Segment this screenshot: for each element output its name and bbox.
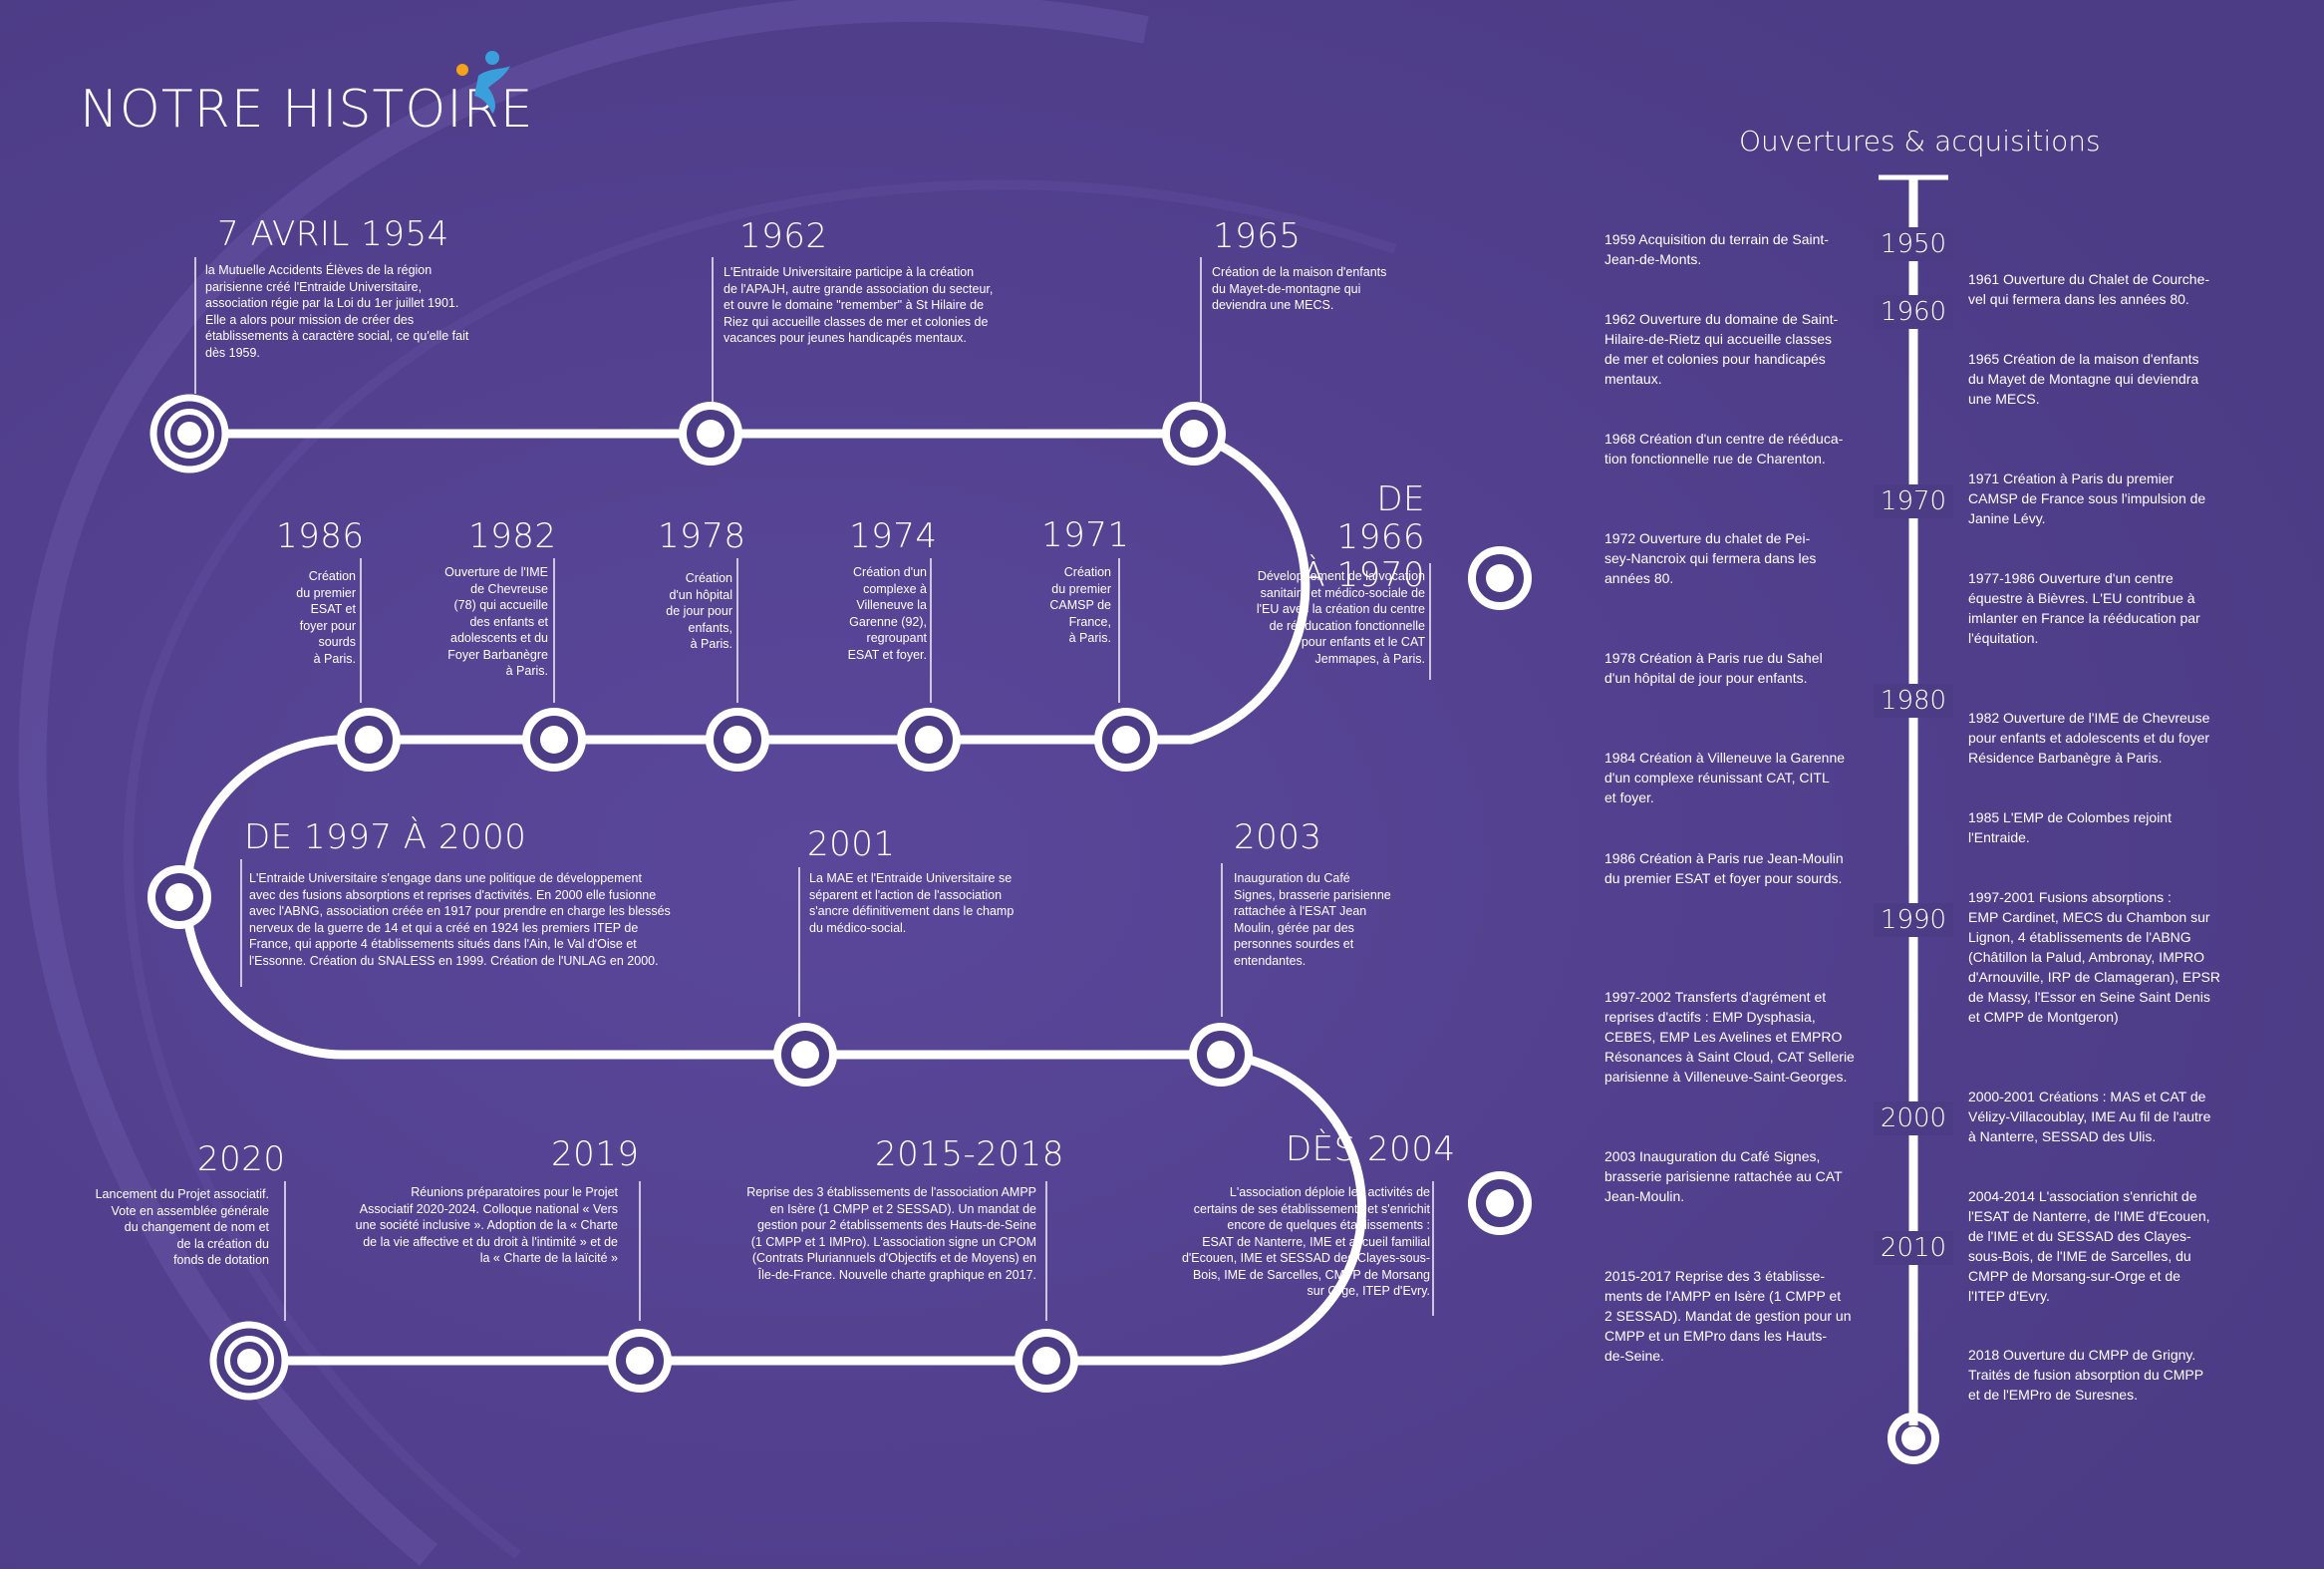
event-title: 2001 [807, 824, 896, 864]
decade-label: 2000 [1874, 1101, 1953, 1135]
timeline-node [522, 708, 586, 772]
right-timeline-title: Ouvertures & acquisitions [1739, 125, 2101, 157]
timeline-node [1189, 1023, 1253, 1087]
acquisition-entry: 1968 Création d'un centre de rééduca- ti… [1604, 431, 1844, 467]
timeline-node [209, 1321, 289, 1401]
timeline-node [608, 1329, 672, 1393]
page-title: NOTRE HISTOIRE [80, 80, 534, 140]
timeline-node [1468, 1171, 1532, 1235]
acquisition-entry: 1959 Acquisition du terrain de Saint- Je… [1604, 231, 1829, 267]
event-description: Lancement du Projet associatif. Vote en … [95, 1187, 269, 1267]
event-title: 1986 [276, 516, 365, 556]
acquisition-entry: 2004-2014 L'association s'enrichit de l'… [1968, 1188, 2210, 1304]
event-description: L'Entraide Universitaire s'engage dans u… [249, 871, 671, 968]
acquisition-entry: 1984 Création à Villeneuve la Garenne d'… [1604, 750, 1846, 805]
event-description: L'Entraide Universitaire participe à la … [724, 265, 994, 345]
event-title: 1965 [1213, 216, 1302, 256]
acquisition-entry: 1978 Création à Paris rue du Sahel d'un … [1604, 650, 1823, 686]
event-title: 2019 [551, 1134, 640, 1174]
acquisition-entry: 1977-1986 Ouverture d'un centre équestre… [1968, 570, 2200, 646]
decade-label: 1970 [1874, 484, 1953, 518]
timeline-node [897, 708, 961, 772]
event-title: 1982 [468, 516, 557, 556]
event-description: Réunions préparatoires pour le Projet As… [355, 1185, 618, 1265]
acquisition-entry: 1961 Ouverture du Chalet de Courche- vel… [1968, 271, 2210, 307]
background-swoosh-thin [124, 179, 1397, 1559]
event-title: 1978 [658, 516, 746, 556]
acquisition-entry: 1982 Ouverture de l'IME de Chevreuse pou… [1968, 710, 2210, 766]
acquisition-entry: 1997-2001 Fusions absorptions : EMP Card… [1968, 889, 2220, 1025]
acquisition-entry: 1962 Ouverture du domaine de Saint- Hila… [1604, 311, 1839, 387]
acquisition-entry: 2018 Ouverture du CMPP de Grigny. Traité… [1968, 1347, 2204, 1403]
timeline-node [1015, 1329, 1078, 1393]
acquisition-entry: 2000-2001 Créations : MAS et CAT de Véli… [1968, 1089, 2211, 1144]
timeline-node [1468, 546, 1532, 610]
event-title: DE 1997 À 2000 [244, 817, 527, 857]
timeline-node [1162, 402, 1226, 466]
decade-label: 2010 [1874, 1231, 1953, 1265]
decade-label: 1950 [1874, 227, 1953, 261]
acquisition-entry: 2015-2017 Reprise des 3 établisse- ments… [1604, 1268, 1852, 1364]
event-title: DÈS 2004 [1286, 1129, 1456, 1169]
event-description: Développement de la vocation sanitaire e… [1256, 569, 1425, 666]
event-title: DE 1966 À 1970 [1302, 479, 1425, 595]
background-swoosh [18, 0, 1149, 1566]
event-description: Création de la maison d'enfants du Mayet… [1212, 265, 1387, 312]
decade-label: 1980 [1874, 684, 1953, 718]
decade-label: 1960 [1874, 295, 1953, 329]
event-description: Création du premier CAMSP de France, à P… [1049, 565, 1111, 645]
acquisition-entry: 1997-2002 Transferts d'agrément et repri… [1604, 989, 1855, 1085]
acquisition-entry: 2003 Inauguration du Café Signes, brasse… [1604, 1148, 1843, 1204]
event-description: Création d'un complexe à Villeneuve la G… [847, 565, 927, 662]
acquisition-entry: 1972 Ouverture du chalet de Pei- sey-Nan… [1604, 530, 1817, 586]
event-title: 2020 [197, 1139, 286, 1179]
event-description: Création du premier ESAT et foyer pour s… [296, 569, 356, 666]
event-description: Ouverture de l'IME de Chevreuse (78) qui… [444, 565, 548, 678]
event-title: 1962 [739, 216, 828, 256]
decade-label: 1990 [1874, 903, 1953, 937]
timeline-node [147, 865, 211, 929]
event-description: Inauguration du Café Signes, brasserie p… [1234, 871, 1391, 968]
timeline-node [706, 708, 769, 772]
logo-figure-icon [456, 51, 510, 114]
acquisition-entry: 1965 Création de la maison d'enfants du … [1968, 351, 2199, 407]
acquisition-entry: 1986 Création à Paris rue Jean-Moulin du… [1604, 850, 1844, 886]
timeline-node [679, 402, 742, 466]
timeline-node [337, 708, 401, 772]
timeline-node [1094, 708, 1158, 772]
event-description: Création d'un hôpital de jour pour enfan… [666, 571, 732, 651]
acquisition-entry: 1971 Création à Paris du premier CAMSP d… [1968, 471, 2206, 526]
event-description: L'association déploie les activités de c… [1181, 1185, 1430, 1298]
event-title: 2015-2018 [875, 1134, 1064, 1174]
event-title: 1971 [1041, 515, 1130, 555]
acquisition-entry: 1985 L'EMP de Colombes rejoint l'Entraid… [1968, 809, 2172, 845]
timeline-node [149, 394, 229, 473]
event-title: 7 AVRIL 1954 [217, 214, 449, 254]
event-description: la Mutuelle Accidents Élèves de la régio… [205, 263, 469, 360]
event-title: 2003 [1234, 817, 1322, 857]
event-description: Reprise des 3 établissements de l'associ… [746, 1185, 1036, 1282]
timeline-node [773, 1023, 837, 1087]
event-description: La MAE et l'Entraide Universitaire se sé… [809, 871, 1015, 935]
event-title: 1974 [849, 516, 938, 556]
